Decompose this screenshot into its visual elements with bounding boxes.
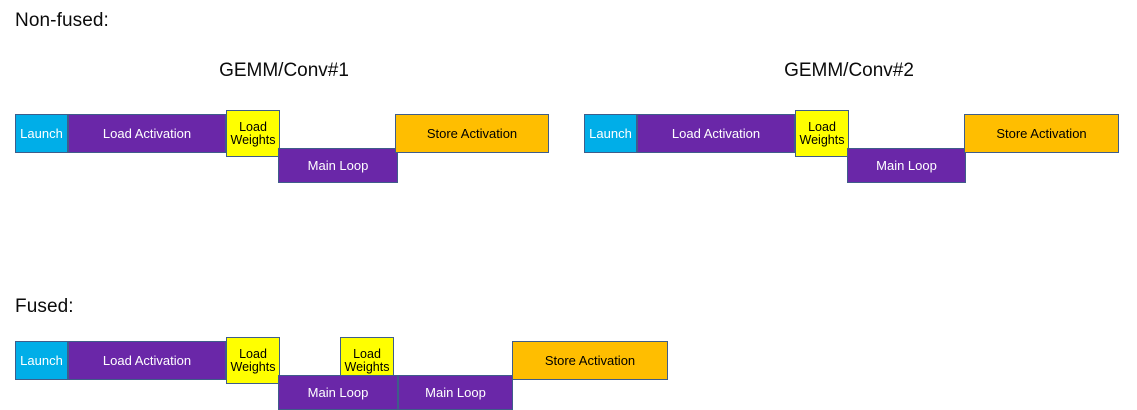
block-load-weights-gemm2[interactable]: Load Weights — [795, 110, 849, 157]
block-launch-gemm1[interactable]: Launch — [15, 114, 68, 153]
block-store-activation-gemm1[interactable]: Store Activation — [395, 114, 549, 153]
block-main-loop-gemm2[interactable]: Main Loop — [847, 148, 966, 183]
block-load-activation-gemm2[interactable]: Load Activation — [637, 114, 795, 153]
block-label: Load Activation — [102, 125, 192, 141]
block-main-loop-gemm1[interactable]: Main Loop — [278, 148, 398, 183]
block-main-loop-fused-1[interactable]: Main Loop — [278, 375, 398, 410]
block-store-activation-fused[interactable]: Store Activation — [512, 341, 668, 380]
block-label: Store Activation — [426, 125, 518, 141]
block-label: Launch — [589, 125, 632, 141]
block-label: Main Loop — [876, 157, 937, 173]
block-load-activation-fused[interactable]: Load Activation — [68, 341, 226, 380]
group-title-gemm-conv-2: GEMM/Conv#2 — [784, 60, 914, 81]
block-label: Load Weights — [230, 346, 276, 374]
block-main-loop-fused-2[interactable]: Main Loop — [398, 375, 513, 410]
section-label-fused: Fused: — [15, 296, 74, 317]
section-label-non-fused: Non-fused: — [15, 10, 109, 31]
group-title-gemm-conv-1: GEMM/Conv#1 — [219, 60, 349, 81]
block-launch-gemm2[interactable]: Launch — [584, 114, 637, 153]
block-label: Load Weights — [799, 119, 845, 147]
block-label: Main Loop — [307, 157, 369, 173]
block-label: Load Weights — [344, 346, 390, 374]
block-load-weights-fused-1[interactable]: Load Weights — [226, 337, 280, 384]
block-label: Load Activation — [102, 352, 192, 368]
block-store-activation-gemm2[interactable]: Store Activation — [964, 114, 1119, 153]
block-launch-fused[interactable]: Launch — [15, 341, 68, 380]
block-label: Store Activation — [996, 125, 1087, 141]
block-label: Launch — [20, 352, 63, 368]
block-label: Launch — [20, 125, 63, 141]
block-load-weights-gemm1[interactable]: Load Weights — [226, 110, 280, 157]
block-label: Load Activation — [671, 125, 761, 141]
block-label: Main Loop — [425, 384, 486, 400]
block-label: Main Loop — [307, 384, 369, 400]
block-load-activation-gemm1[interactable]: Load Activation — [68, 114, 226, 153]
block-label: Load Weights — [230, 119, 276, 147]
block-label: Store Activation — [544, 352, 636, 368]
